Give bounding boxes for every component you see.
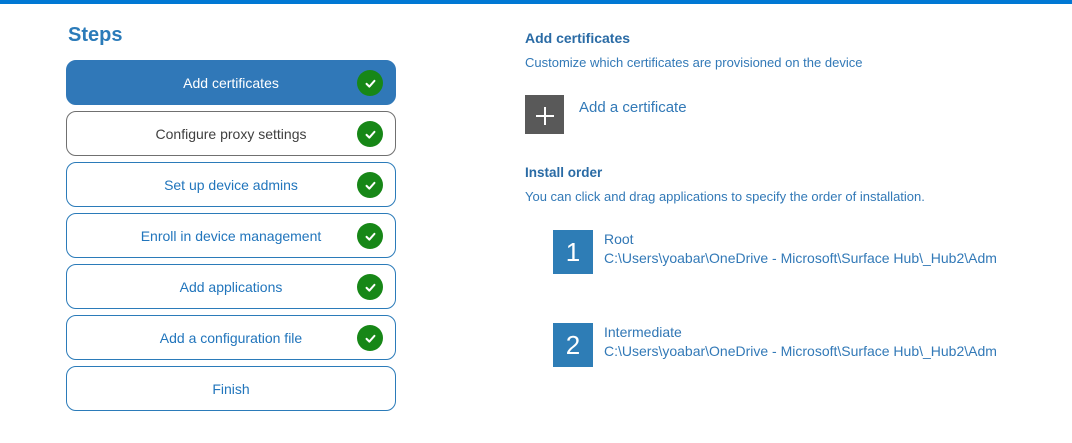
step-configure-proxy-settings[interactable]: Configure proxy settings (66, 111, 396, 156)
certificate-path: C:\Users\yoabar\OneDrive - Microsoft\Sur… (604, 250, 997, 266)
steps-panel-title: Steps (68, 24, 123, 46)
plus-glyph (535, 107, 554, 126)
step-label: Add applications (179, 278, 283, 295)
step-add-applications[interactable]: Add applications (66, 264, 396, 309)
add-certificate-button[interactable]: Add a certificate (525, 95, 1065, 134)
order-number-badge: 1 (553, 230, 593, 274)
step-label: Set up device admins (164, 176, 298, 193)
check-icon (357, 274, 383, 300)
certificate-name: Root (604, 231, 634, 247)
order-number-badge: 2 (553, 323, 593, 367)
plus-icon[interactable] (525, 95, 564, 134)
page-subtitle: Customize which certificates are provisi… (525, 55, 863, 70)
step-label: Add a configuration file (159, 329, 303, 346)
check-icon (357, 121, 383, 147)
page-title: Add certificates (525, 30, 631, 46)
install-order-list: 1 Root C:\Users\yoabar\OneDrive - Micros… (553, 230, 1065, 367)
step-label: Configure proxy settings (155, 125, 307, 142)
certificate-path: C:\Users\yoabar\OneDrive - Microsoft\Sur… (604, 343, 997, 359)
step-add-certificates[interactable]: Add certificates (66, 60, 396, 105)
step-finish[interactable]: Finish (66, 366, 396, 411)
check-icon (357, 325, 383, 351)
certificate-name: Intermediate (604, 324, 682, 340)
step-label: Enroll in device management (140, 227, 322, 244)
step-label: Finish (212, 380, 250, 397)
step-set-up-device-admins[interactable]: Set up device admins (66, 162, 396, 207)
order-item-text: Intermediate C:\Users\yoabar\OneDrive - … (604, 323, 997, 359)
install-order-item-intermediate[interactable]: 2 Intermediate C:\Users\yoabar\OneDrive … (553, 323, 1065, 367)
step-label: Add certificates (183, 74, 279, 91)
install-order-item-root[interactable]: 1 Root C:\Users\yoabar\OneDrive - Micros… (553, 230, 1065, 274)
install-order-title: Install order (525, 165, 603, 180)
check-icon (357, 223, 383, 249)
steps-panel: Steps Add certificates Configure proxy s… (66, 24, 396, 417)
top-accent-bar (0, 0, 1072, 4)
install-order-description: You can click and drag applications to s… (525, 189, 925, 204)
step-enroll-in-device-management[interactable]: Enroll in device management (66, 213, 396, 258)
order-item-text: Root C:\Users\yoabar\OneDrive - Microsof… (604, 230, 997, 266)
check-icon (357, 70, 383, 96)
check-icon (357, 172, 383, 198)
content-panel: Add certificates Customize which certifi… (525, 26, 1065, 416)
add-certificate-label: Add a certificate (579, 99, 687, 116)
step-add-a-configuration-file[interactable]: Add a configuration file (66, 315, 396, 360)
